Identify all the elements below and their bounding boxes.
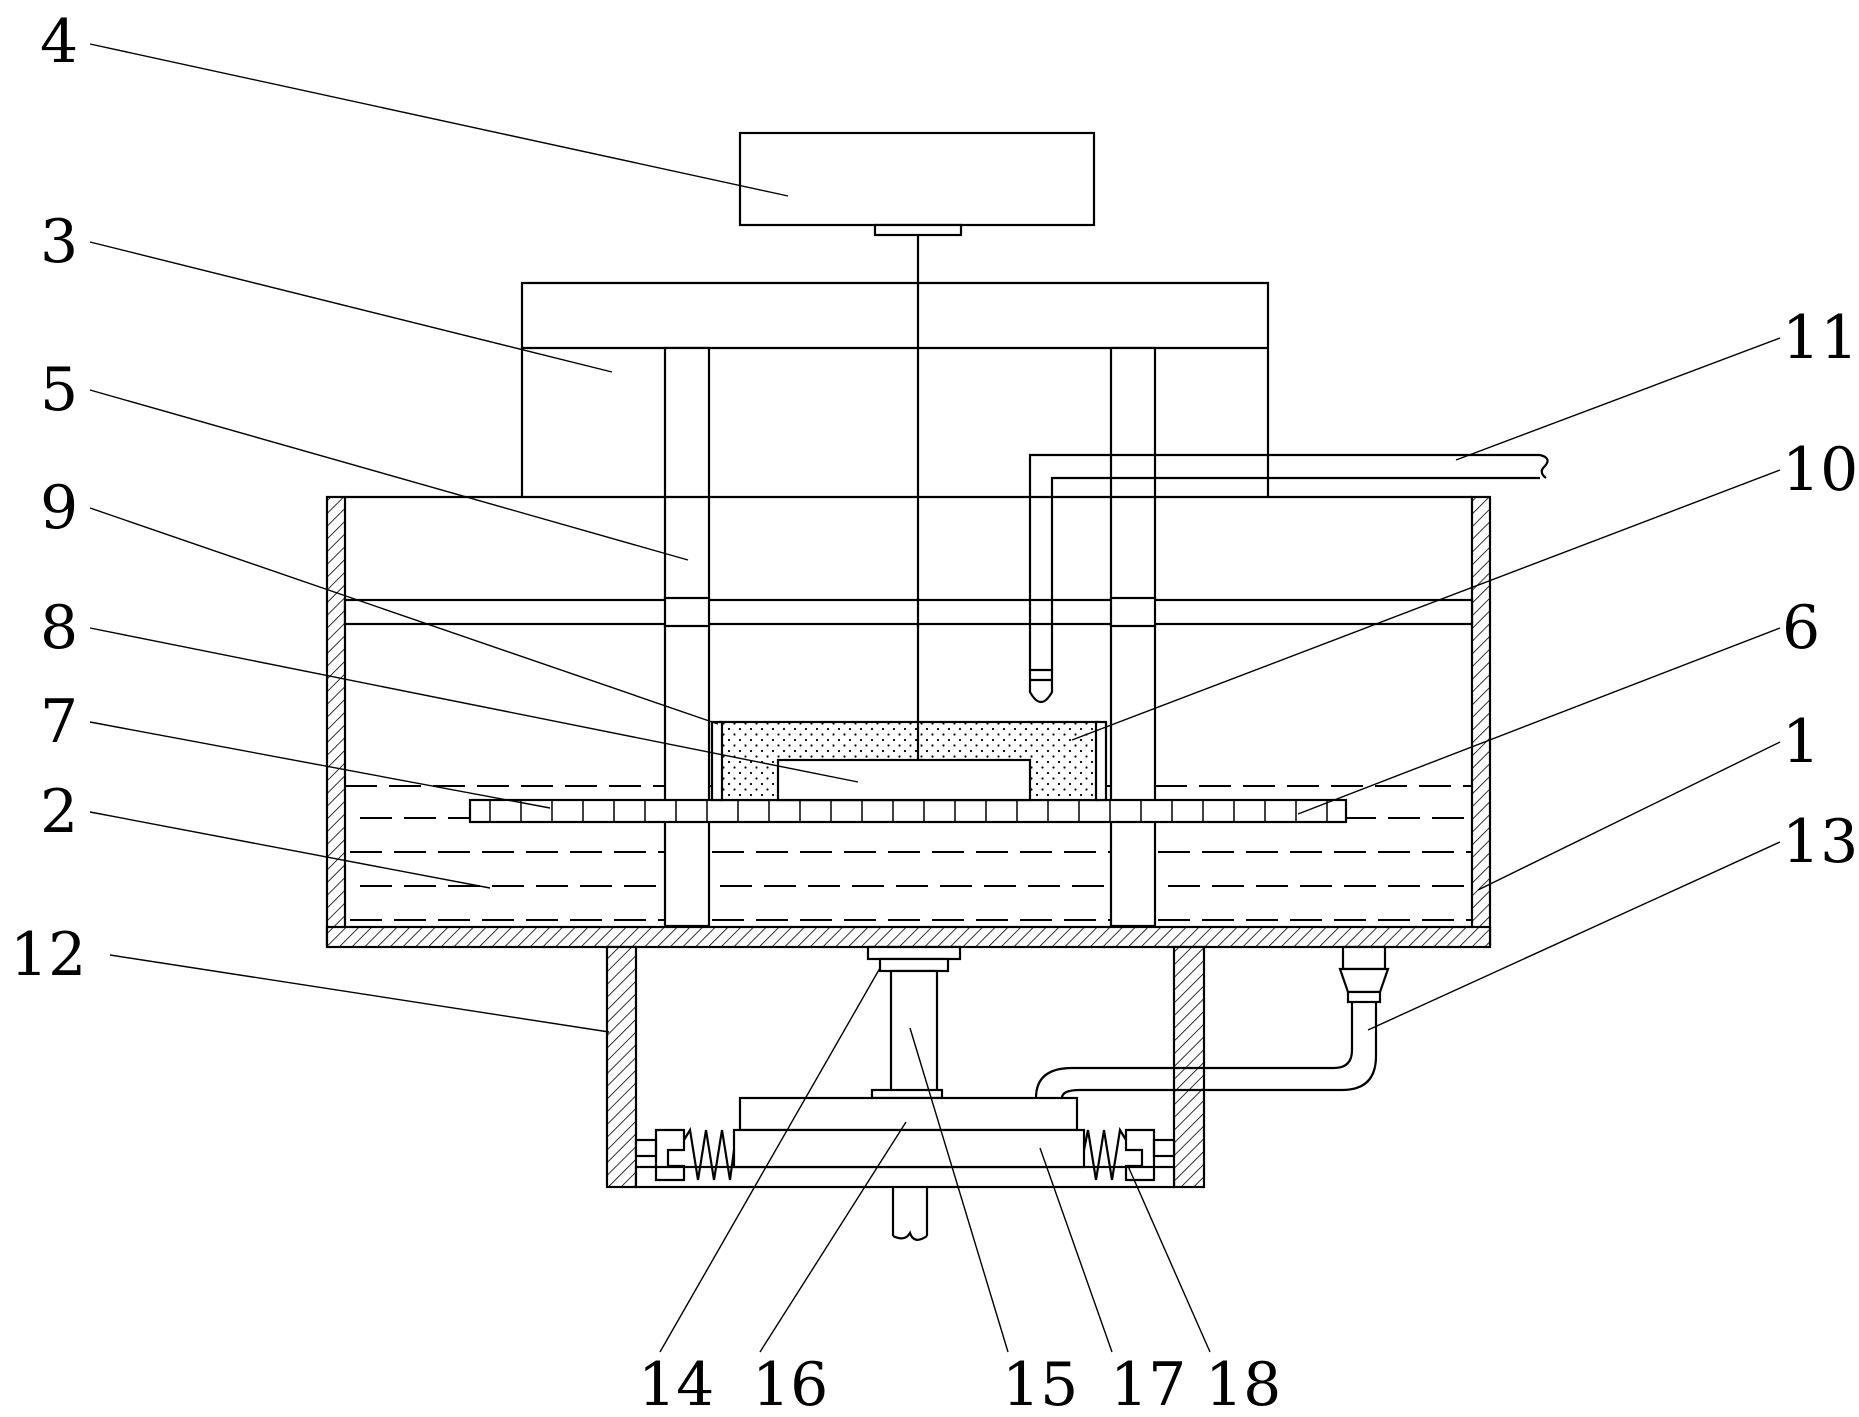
label-3: 3 [40, 207, 78, 277]
rod-pass-right [1109, 596, 1157, 628]
label-5: 5 [40, 355, 78, 425]
label-12: 12 [10, 920, 86, 990]
spring-clamp-right [1082, 1126, 1176, 1182]
rod-pass-left [663, 596, 711, 628]
perforated-tray [468, 798, 1348, 824]
crossbar [343, 598, 1474, 626]
label-15: 15 [1002, 1350, 1078, 1417]
label-8: 8 [40, 593, 78, 663]
label-1: 1 [1782, 707, 1820, 777]
guide-rods [663, 346, 1157, 928]
label-14: 14 [638, 1350, 714, 1417]
label-9: 9 [40, 473, 78, 543]
main-tank [325, 495, 1492, 949]
label-16: 16 [752, 1350, 828, 1417]
workpiece [776, 758, 1032, 802]
mould-holder [710, 720, 1108, 802]
spray-pipe [1028, 453, 1549, 704]
label-10: 10 [1782, 435, 1858, 505]
bearing-seat [866, 945, 962, 1100]
motor-box [738, 131, 1096, 237]
drain-pipe [1034, 945, 1390, 1099]
label-17: 17 [1110, 1350, 1186, 1417]
label-2: 2 [40, 777, 78, 847]
label-4: 4 [40, 7, 78, 77]
outlet-shaft [891, 1187, 929, 1241]
label-18: 18 [1205, 1350, 1281, 1417]
spring-clamp-left [634, 1126, 736, 1182]
label-7: 7 [40, 687, 78, 757]
label-11: 11 [1782, 303, 1858, 373]
leader-lines [89, 43, 1781, 1353]
label-13: 13 [1782, 807, 1858, 877]
label-6: 6 [1782, 593, 1820, 663]
